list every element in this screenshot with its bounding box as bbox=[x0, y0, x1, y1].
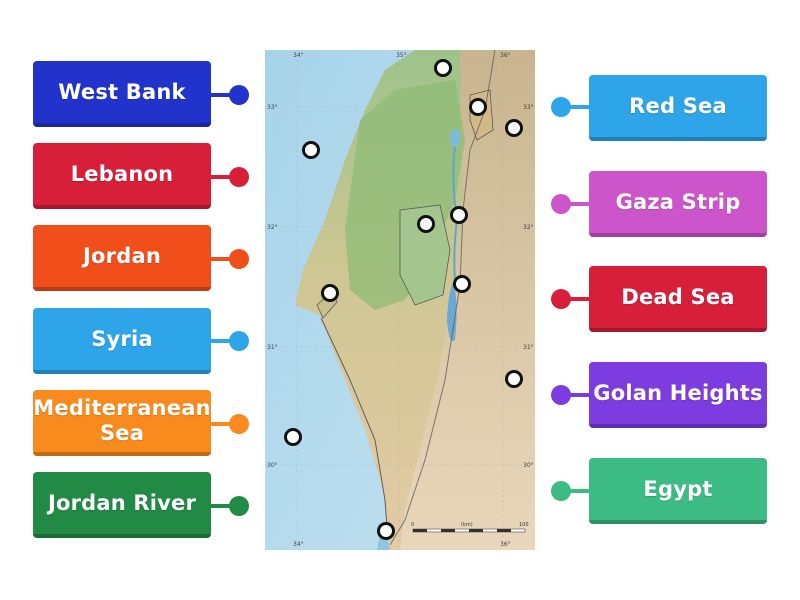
pin-line bbox=[211, 339, 239, 343]
scale-end-label: 100 bbox=[519, 522, 529, 528]
map-tick-lon-36-bottom: 36° bbox=[500, 541, 511, 548]
map-tick-lat-31-left: 31° bbox=[267, 344, 278, 351]
label-gaza-strip[interactable]: Gaza Strip bbox=[589, 171, 767, 237]
drop-marker[interactable] bbox=[453, 275, 471, 293]
drop-marker[interactable] bbox=[321, 284, 339, 302]
drop-marker[interactable] bbox=[417, 215, 435, 233]
map-tick-lon-34-top: 34° bbox=[293, 52, 304, 59]
relief-map: 34° 35° 36° 34° 36° 33° 32° 31° 30° 33° … bbox=[265, 50, 535, 550]
label-text: Lebanon bbox=[70, 161, 174, 186]
pin-line bbox=[561, 489, 589, 493]
pin-dot[interactable] bbox=[229, 85, 249, 105]
drop-marker[interactable] bbox=[450, 206, 468, 224]
drop-marker[interactable] bbox=[434, 59, 452, 77]
label-text: Red Sea bbox=[629, 93, 727, 118]
label-text: West Bank bbox=[58, 79, 186, 104]
label-text: Mediterranean Sea bbox=[33, 396, 211, 445]
map-tick-lon-34-bottom: 34° bbox=[293, 541, 304, 548]
label-text: Dead Sea bbox=[621, 284, 735, 309]
label-text: Jordan bbox=[83, 243, 161, 268]
pin-line bbox=[211, 257, 239, 261]
label-dead-sea[interactable]: Dead Sea bbox=[589, 266, 767, 332]
pin-line bbox=[211, 504, 239, 508]
scale-unit-label: (km) bbox=[461, 522, 473, 528]
pin-line bbox=[561, 105, 589, 109]
pin-line bbox=[561, 393, 589, 397]
pin-line bbox=[561, 202, 589, 206]
label-golan-heights[interactable]: Golan Heights bbox=[589, 362, 767, 428]
label-text: Syria bbox=[91, 326, 153, 351]
drop-marker[interactable] bbox=[505, 119, 523, 137]
map-tick-lat-32-right: 32° bbox=[523, 224, 534, 231]
map-tick-lon-36-top: 36° bbox=[500, 52, 511, 59]
pin-dot[interactable] bbox=[229, 496, 249, 516]
label-jordan[interactable]: Jordan bbox=[33, 225, 211, 291]
label-text: Egypt bbox=[643, 476, 713, 501]
label-red-sea[interactable]: Red Sea bbox=[589, 75, 767, 141]
pin-dot[interactable] bbox=[229, 414, 249, 434]
drop-marker[interactable] bbox=[284, 428, 302, 446]
map-tick-lat-33-right: 33° bbox=[523, 104, 534, 111]
label-lebanon[interactable]: Lebanon bbox=[33, 143, 211, 209]
map-tick-lat-31-right: 31° bbox=[523, 344, 534, 351]
label-text: Golan Heights bbox=[593, 380, 763, 405]
drop-marker[interactable] bbox=[302, 141, 320, 159]
label-syria[interactable]: Syria bbox=[33, 308, 211, 374]
pin-line bbox=[211, 422, 239, 426]
map-tick-lat-32-left: 32° bbox=[267, 224, 278, 231]
map-image bbox=[265, 50, 535, 550]
label-west-bank[interactable]: West Bank bbox=[33, 61, 211, 127]
pin-line bbox=[211, 175, 239, 179]
map-tick-lat-30-right: 30° bbox=[523, 462, 534, 469]
drop-marker[interactable] bbox=[505, 370, 523, 388]
label-mediterranean-sea[interactable]: Mediterranean Sea bbox=[33, 390, 211, 456]
pin-dot[interactable] bbox=[229, 331, 249, 351]
pin-dot[interactable] bbox=[229, 249, 249, 269]
label-text: Gaza Strip bbox=[615, 189, 741, 214]
label-text: Jordan River bbox=[47, 490, 197, 515]
label-jordan-river[interactable]: Jordan River bbox=[33, 472, 211, 538]
scale-start-label: 0 bbox=[411, 522, 415, 528]
map-tick-lat-30-left: 30° bbox=[267, 462, 278, 469]
drop-marker[interactable] bbox=[377, 522, 395, 540]
drop-marker[interactable] bbox=[469, 98, 487, 116]
pin-line bbox=[211, 93, 239, 97]
pin-line bbox=[561, 297, 589, 301]
label-egypt[interactable]: Egypt bbox=[589, 458, 767, 524]
map-tick-lon-35-top: 35° bbox=[396, 52, 407, 59]
map-tick-lat-33-left: 33° bbox=[267, 104, 278, 111]
pin-dot[interactable] bbox=[229, 167, 249, 187]
